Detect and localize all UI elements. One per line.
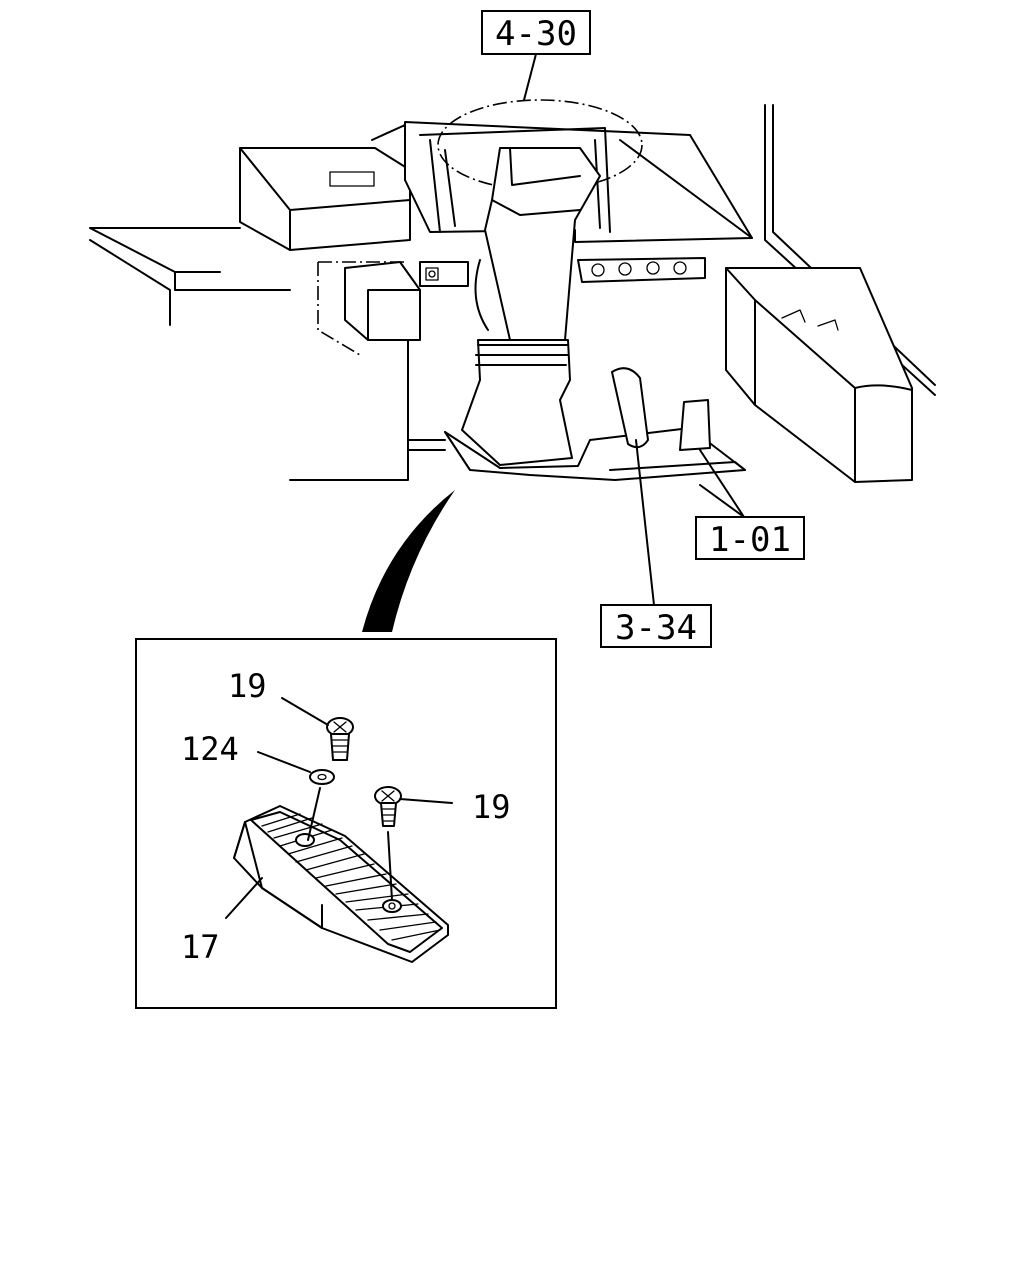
detail-inset: 19 124 19 17 — [135, 638, 557, 1009]
detail-pointer-arrow — [362, 490, 455, 632]
cab-interior-assembly — [89, 99, 936, 483]
reference-1-01: 1-01 — [695, 449, 805, 560]
reference-4-30-label: 4-30 — [495, 14, 577, 54]
reference-3-34-label: 3-34 — [615, 608, 697, 648]
reference-4-30: 4-30 — [481, 10, 591, 101]
screw-19-right — [374, 786, 402, 901]
callout-19-top: 19 — [228, 667, 267, 705]
reference-3-34: 3-34 — [600, 439, 712, 648]
reference-1-01-label: 1-01 — [709, 520, 791, 560]
callout-19-right: 19 — [472, 788, 511, 826]
screw-19-top — [326, 717, 354, 761]
washer-124 — [307, 769, 335, 841]
callout-17: 17 — [181, 928, 220, 966]
callout-124: 124 — [181, 730, 239, 768]
